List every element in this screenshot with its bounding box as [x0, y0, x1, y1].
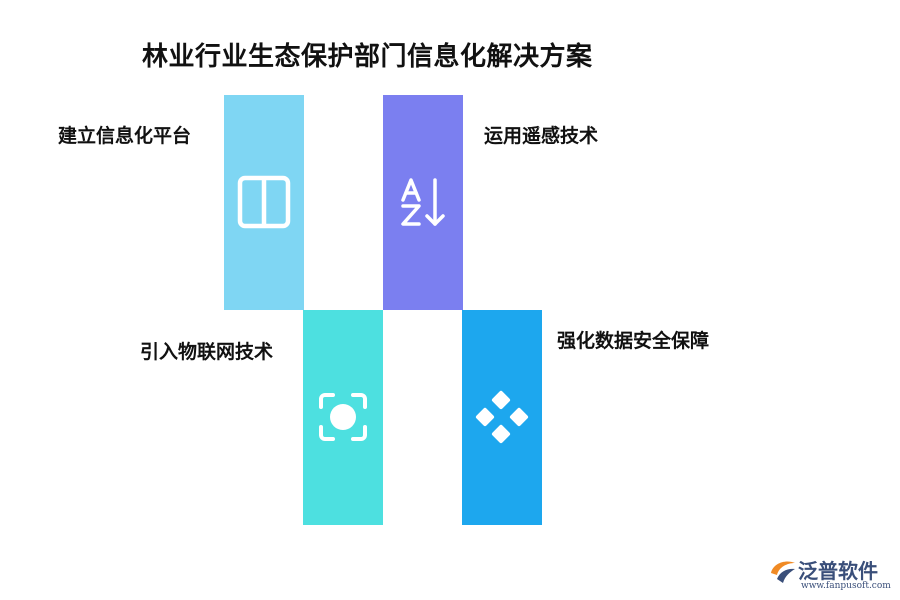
logo-brand-text: 泛普软件 [798, 559, 878, 583]
step-bar-2 [303, 310, 383, 525]
step-label-2: 引入物联网技术 [140, 341, 274, 363]
step-label-4: 强化数据安全保障 [557, 330, 710, 352]
step-bar-4 [462, 310, 542, 525]
diamond-grid-icon [475, 390, 529, 444]
step-bar-3 [383, 95, 463, 310]
focus-frame-icon [319, 393, 367, 441]
sort-az-icon [401, 178, 445, 226]
diagram-title: 林业行业生态保护部门信息化解决方案 [142, 42, 593, 72]
logo-url-text: www.fanpusoft.com [801, 581, 891, 591]
step-label-3: 运用遥感技术 [484, 125, 599, 147]
step-label-1: 建立信息化平台 [58, 125, 192, 147]
step-bar-1 [224, 95, 304, 310]
columns-icon [237, 175, 291, 229]
brand-logo: 泛普软件 www.fanpusoft.com [768, 553, 898, 597]
logo-mark-icon [771, 561, 795, 583]
